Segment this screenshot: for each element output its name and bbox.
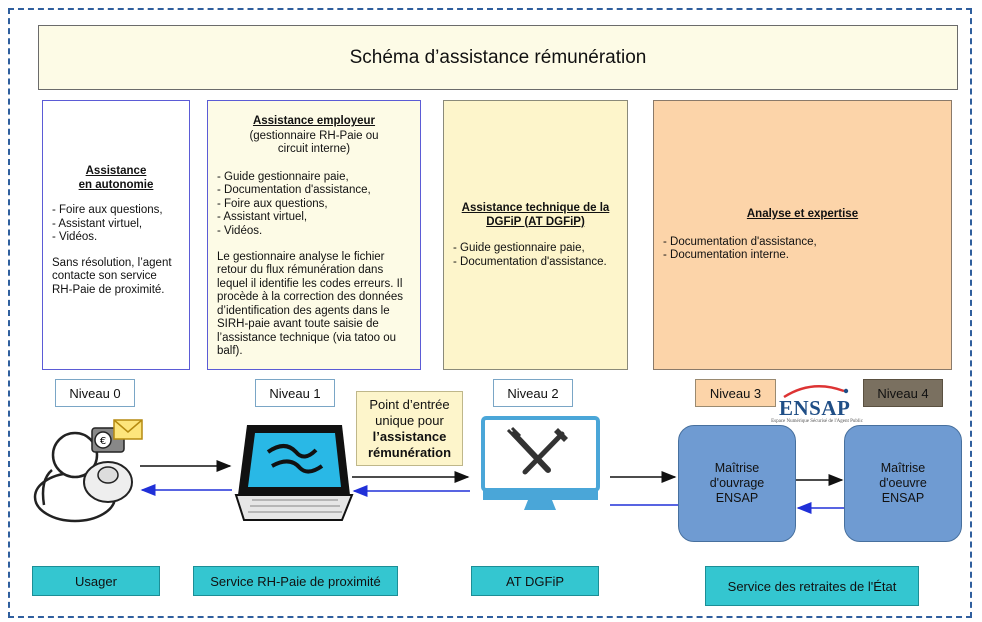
box-line: Maîtrise xyxy=(880,461,926,475)
level-1-label: Niveau 1 xyxy=(255,379,335,407)
column-at-dgfip-line: - Guide gestionnaire paie, xyxy=(453,242,585,255)
entity-usager: Usager xyxy=(32,566,160,596)
entry-point-line: Point d’entrée xyxy=(369,397,450,412)
column-employeur-heading: Assistance employeur xyxy=(252,115,376,127)
box-line: ENSAP xyxy=(881,491,925,505)
column-autonomie-paragraph: Sans résolution, l’agent contacte son se… xyxy=(52,256,172,296)
column-autonomie-line: - Foire aux questions, xyxy=(52,204,163,217)
column-at-dgfip-heading: Assistance technique de la DGFiP (AT DGF… xyxy=(461,202,610,228)
maitrise-oeuvre-box: Maîtrise d'oeuvre ENSAP xyxy=(844,425,962,542)
diagram-title: Schéma d’assistance rémunération xyxy=(38,25,958,90)
column-employeur-line: - Vidéos. xyxy=(217,224,263,237)
column-at-dgfip-line: - Documentation d'assistance. xyxy=(453,255,607,268)
entry-point-note: Point d’entrée unique pour l’assistance … xyxy=(356,391,463,466)
ensap-swoosh-icon xyxy=(783,385,849,399)
column-autonomie: Assistance en autonomie - Foire aux ques… xyxy=(42,100,190,370)
box-line: Maîtrise xyxy=(714,461,760,475)
ensap-logo-tagline: Espace Numérique Sécurisé de l'Agent Pub… xyxy=(771,419,863,424)
level-0-label: Niveau 0 xyxy=(55,379,135,407)
column-autonomie-line: - Assistant virtuel, xyxy=(52,217,143,230)
column-autonomie-heading-2: en autonomie xyxy=(78,178,154,191)
column-autonomie-line: - Vidéos. xyxy=(52,231,98,244)
column-at-dgfip: Assistance technique de la DGFiP (AT DGF… xyxy=(443,100,628,370)
column-employeur-line: - Foire aux questions, xyxy=(217,197,328,210)
ensap-logo-word: ENSAP xyxy=(779,396,851,420)
column-expertise-line: - Documentation d'assistance, xyxy=(663,235,817,248)
box-line: d'oeuvre xyxy=(879,476,927,490)
level-3-label: Niveau 3 xyxy=(695,379,776,407)
ensap-logo: ENSAP Espace Numérique Sécurisé de l'Age… xyxy=(762,381,872,427)
user-icon: € xyxy=(33,419,143,523)
column-expertise-line: - Documentation interne. xyxy=(663,249,789,262)
box-line: ENSAP xyxy=(715,491,759,505)
level-2-label: Niveau 2 xyxy=(493,379,573,407)
column-employeur-line: - Assistant virtuel, xyxy=(217,211,308,224)
entry-point-bold: l’assistance xyxy=(372,428,447,444)
column-employeur: Assistance employeur (gestionnaire RH-Pa… xyxy=(207,100,421,370)
maitrise-ouvrage-box: Maîtrise d'ouvrage ENSAP xyxy=(678,425,796,542)
laptop-icon xyxy=(234,425,354,521)
svg-text:€: € xyxy=(100,436,106,447)
dashed-frame xyxy=(8,8,972,618)
tools-monitor-icon xyxy=(481,416,600,510)
box-line: d'ouvrage xyxy=(709,476,765,490)
entry-point-bold: rémunération xyxy=(367,444,452,460)
column-employeur-subheading: (gestionnaire RH-Paie ou circuit interne… xyxy=(249,129,379,156)
entity-service-retraites: Service des retraites de l'État xyxy=(705,566,919,606)
entity-at-dgfip: AT DGFiP xyxy=(471,566,599,596)
column-employeur-line: - Documentation d'assistance, xyxy=(217,184,371,197)
column-autonomie-heading: Assistance xyxy=(85,165,147,177)
entry-point-line: unique pour xyxy=(375,412,444,428)
level-4-label: Niveau 4 xyxy=(863,379,943,407)
column-expertise: Analyse et expertise - Documentation d'a… xyxy=(653,100,952,370)
column-expertise-heading: Analyse et expertise xyxy=(746,208,859,220)
column-employeur-line: - Guide gestionnaire paie, xyxy=(217,170,349,183)
entity-service-rh: Service RH-Paie de proximité xyxy=(193,566,398,596)
column-employeur-paragraph: Le gestionnaire analyse le fichier retou… xyxy=(217,250,404,358)
